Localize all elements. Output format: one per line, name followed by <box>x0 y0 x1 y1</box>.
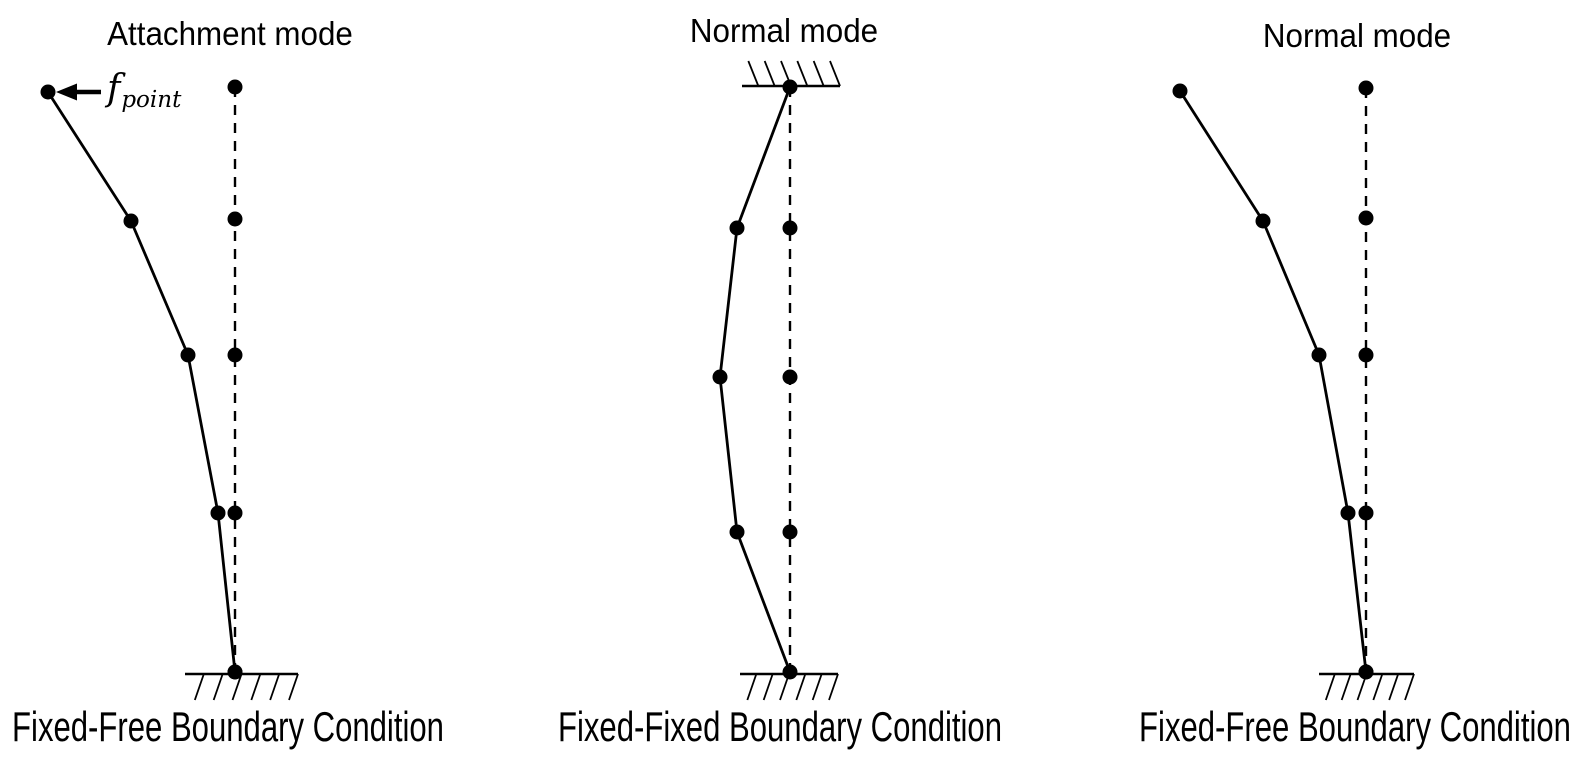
node-dot <box>227 347 243 363</box>
hatch-tick <box>231 673 243 701</box>
node-dot <box>729 220 745 236</box>
caption-fixed-fixed: Fixed-Fixed Boundary Condition <box>558 703 1002 750</box>
deflected-shape-line <box>46 91 237 673</box>
hatch-tick <box>250 673 262 701</box>
hatch-tick <box>1404 673 1415 701</box>
node-dot <box>40 84 56 100</box>
panel-normal-mode-fixed-fixed <box>712 60 841 701</box>
node-dot <box>1358 347 1374 363</box>
hatch-tick <box>746 673 758 701</box>
caption-fixed-free-left: Fixed-Free Boundary Condition <box>12 703 444 750</box>
deflected-shape-line <box>718 86 792 673</box>
node-dot <box>227 211 243 227</box>
hatch-tick <box>795 673 807 701</box>
node-dot <box>1311 347 1327 363</box>
node-dot <box>1172 83 1188 99</box>
node-dot <box>1358 80 1374 96</box>
node-dot <box>782 369 798 385</box>
caption-fixed-free-right: Fixed-Free Boundary Condition <box>1139 703 1571 750</box>
node-dot <box>712 369 728 385</box>
node-dot <box>1255 213 1271 229</box>
hatch-tick <box>811 673 823 701</box>
node-dot <box>782 220 798 236</box>
node-dot <box>180 347 196 363</box>
node-dot <box>1340 505 1356 521</box>
hatch-tick <box>829 60 841 87</box>
node-dot <box>227 79 243 95</box>
title-normal-mode-right: Normal mode <box>1262 17 1452 54</box>
node-dot <box>227 505 243 521</box>
node-dot <box>782 524 798 540</box>
hatch-tick <box>288 673 299 701</box>
hatch-tick <box>212 673 224 701</box>
hatch-tick <box>1372 673 1384 701</box>
node-dot <box>782 79 798 95</box>
deflected-shape-line <box>1178 90 1368 673</box>
force-label: fpoint <box>107 71 181 112</box>
node-dot <box>782 664 798 680</box>
node-dot <box>1358 210 1374 226</box>
force-label-subscript: point <box>121 87 182 113</box>
hatch-tick <box>762 673 774 701</box>
force-arrow <box>56 83 101 101</box>
hatch-tick <box>828 673 839 701</box>
fixed-support-bottom <box>185 672 299 701</box>
node-dot <box>729 524 745 540</box>
hatch-tick <box>1388 673 1400 701</box>
title-attachment-mode: Attachment mode <box>107 15 353 52</box>
node-dot <box>210 505 226 521</box>
force-arrow-head <box>56 83 77 101</box>
node-dot <box>1358 505 1374 521</box>
panel-normal-mode-fixed-free <box>1172 80 1415 701</box>
hatch-tick <box>747 60 760 87</box>
hatch-tick <box>269 673 281 701</box>
hatch-tick <box>812 60 825 87</box>
hatch-tick <box>763 60 776 87</box>
node-dot <box>1358 664 1374 680</box>
force-label-base: f <box>107 68 121 109</box>
panel-attachment-mode-fixed-free <box>40 79 299 701</box>
hatch-tick <box>1324 673 1336 701</box>
hatch-tick <box>796 60 809 87</box>
hatch-tick <box>1340 673 1352 701</box>
hatch-tick <box>193 673 205 701</box>
node-dot <box>123 213 139 229</box>
node-dot <box>227 664 243 680</box>
title-normal-mode-center: Normal mode <box>689 12 879 49</box>
